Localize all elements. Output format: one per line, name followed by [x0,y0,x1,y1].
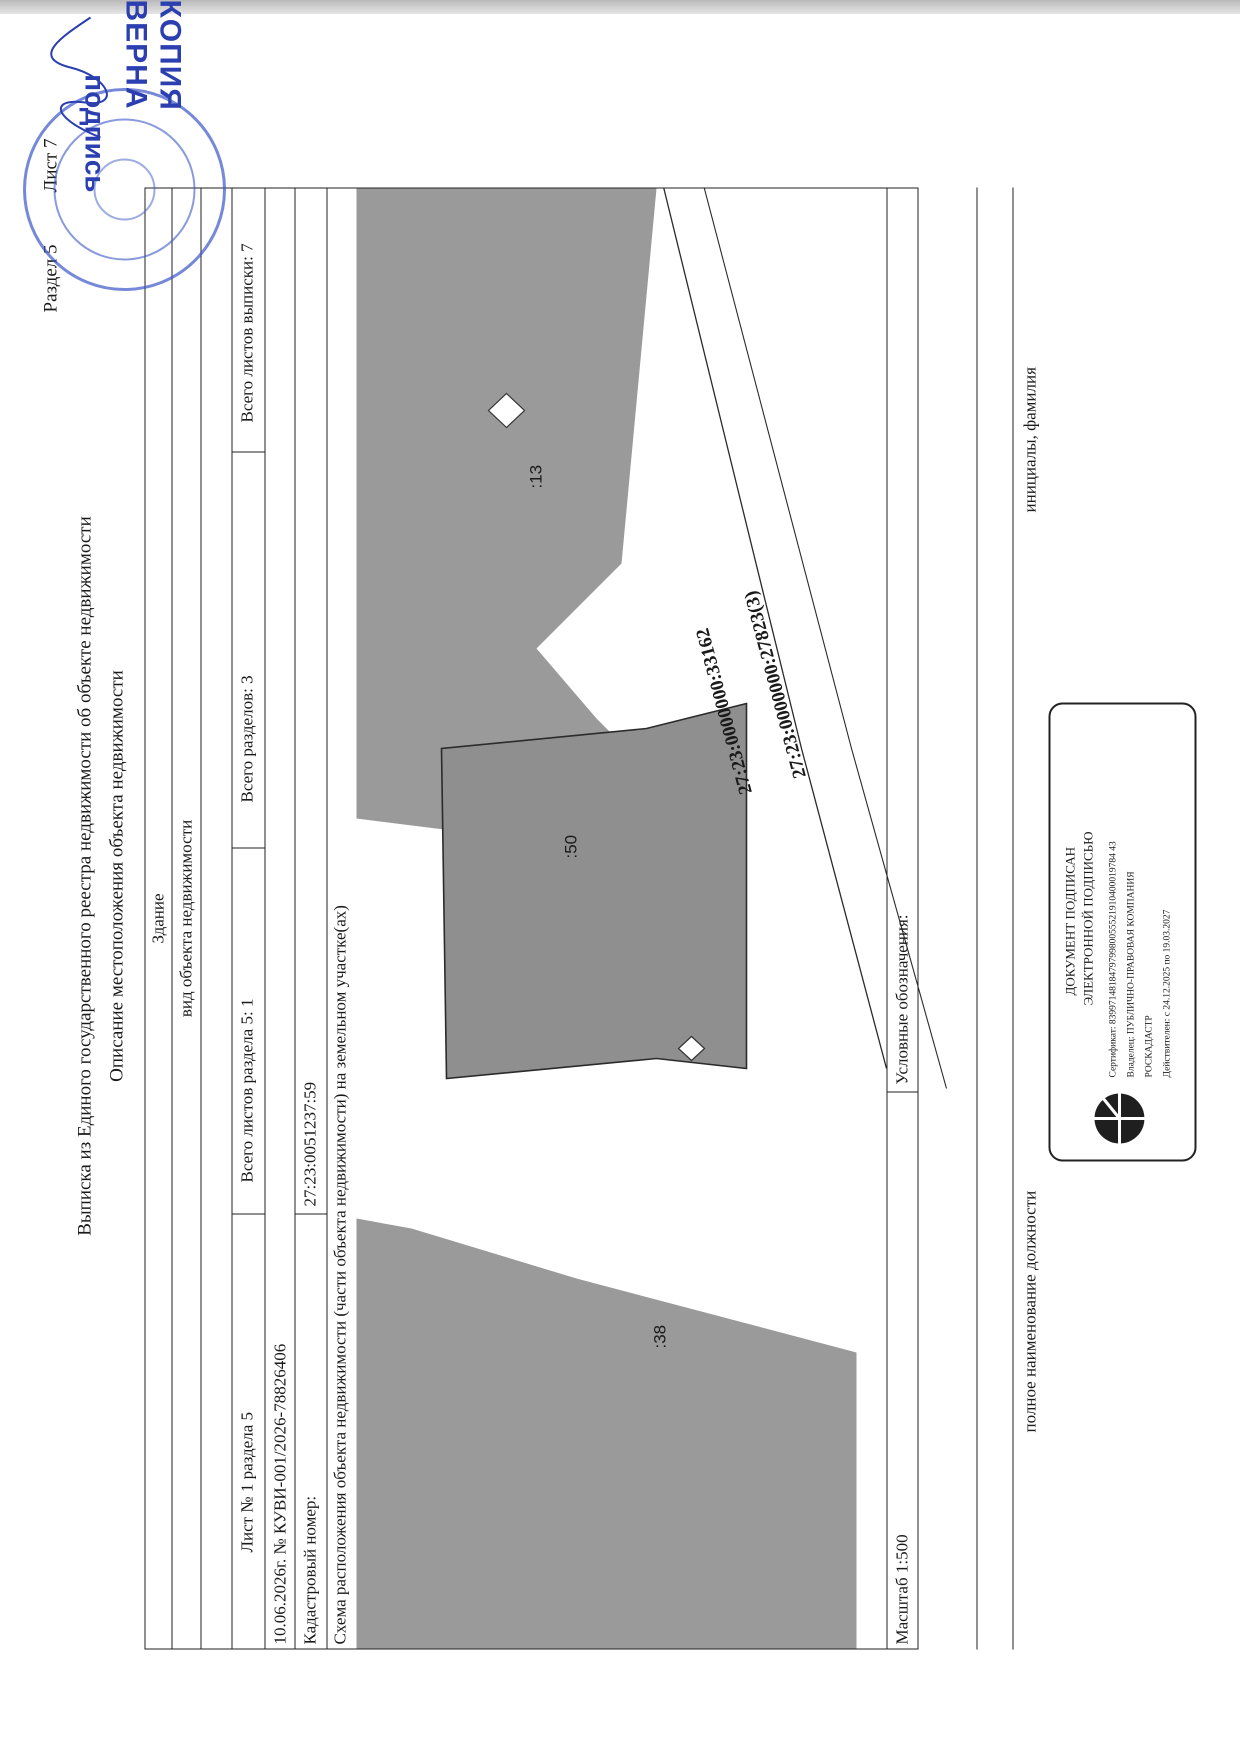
signature-rule-top [976,187,978,1650]
roskadastr-logo-icon [1094,1093,1145,1144]
esign-title-2: ЭЛЕКТРОННОЙ ПОДПИСЬЮ [1080,831,1096,1006]
position-caption: полное наименование должности [1020,1190,1040,1433]
road-boundary-line [655,188,888,1069]
signature-rule [1012,187,1014,1650]
extract-date-number: 10.06.2026г. № КУВИ-001/2026-78826406 [270,1343,290,1645]
total-sections: Всего разделов: 3 [237,675,257,803]
total-sheets-section: Всего листов раздела 5: 1 [237,998,257,1183]
road-boundary-line [695,188,948,1089]
col-rule [294,1213,327,1215]
parcel-50-label: :50 [561,834,581,859]
site-plan-svg [356,188,948,1649]
copy-verified-stamp: КОПИЯ ВЕРНА [119,0,187,111]
legend-caption: Условные обозначения: [892,914,912,1085]
row-rule [171,187,173,1650]
object-type-caption: вид объекта недвижимости [176,819,196,1018]
row-rule [231,187,233,1650]
map-scale: Масштаб 1:500 [892,1534,912,1645]
site-plan-map: :38 :50 :13 27:23:0000000:33162 27:23:00… [327,188,1017,1649]
electronic-signature-stamp: ДОКУМЕНТ ПОДПИСАН ЭЛЕКТРОННОЙ ПОДПИСЬЮ С… [1048,702,1197,1162]
esign-certificate: Сертификат: 8399714818479799800555219104… [1108,841,1119,1078]
cadastral-label: Кадастровый номер: [300,1495,320,1645]
esign-valid: Действителен: с 24.12.2025 по 19.03.2027 [1162,909,1173,1078]
parcel-38-shape [356,1218,857,1649]
parcel-50-shape [440,702,748,1080]
marker-diamond-13 [487,392,526,429]
name-caption: инициалы, фамилия [1020,367,1040,513]
col-rule [231,451,265,453]
row-rule [294,187,296,1650]
col-rule [231,847,265,849]
total-sheets: Всего листов выписки: 7 [237,243,257,423]
marker-diamond-50 [677,1035,706,1062]
col-rule [231,1213,265,1215]
esign-title-1: ДОКУМЕНТ ПОДПИСАН [1062,846,1078,996]
row-rule [200,187,202,1650]
row-rule [886,187,888,1650]
parcel-13-label: :13 [526,464,546,489]
handwritten-signature [50,16,108,139]
esign-owner-2: РОСКАДАСТР [1144,1015,1155,1078]
parcel-13-shape [356,188,677,859]
sheet-of-section: Лист № 1 раздела 5 [237,1412,257,1553]
object-type-value: Здание [148,893,168,944]
esign-owner: Владелец: ПУБЛИЧНО-ПРАВОВАЯ КОМПАНИЯ [1126,871,1137,1078]
parcel-38-label: :38 [650,1324,670,1349]
col-rule [886,1091,919,1093]
scan-top-edge [0,0,1240,14]
row-rule [264,187,266,1650]
cadastral-number: 27:23:0051237:59 [300,1081,320,1207]
blue-round-seal [23,88,226,291]
